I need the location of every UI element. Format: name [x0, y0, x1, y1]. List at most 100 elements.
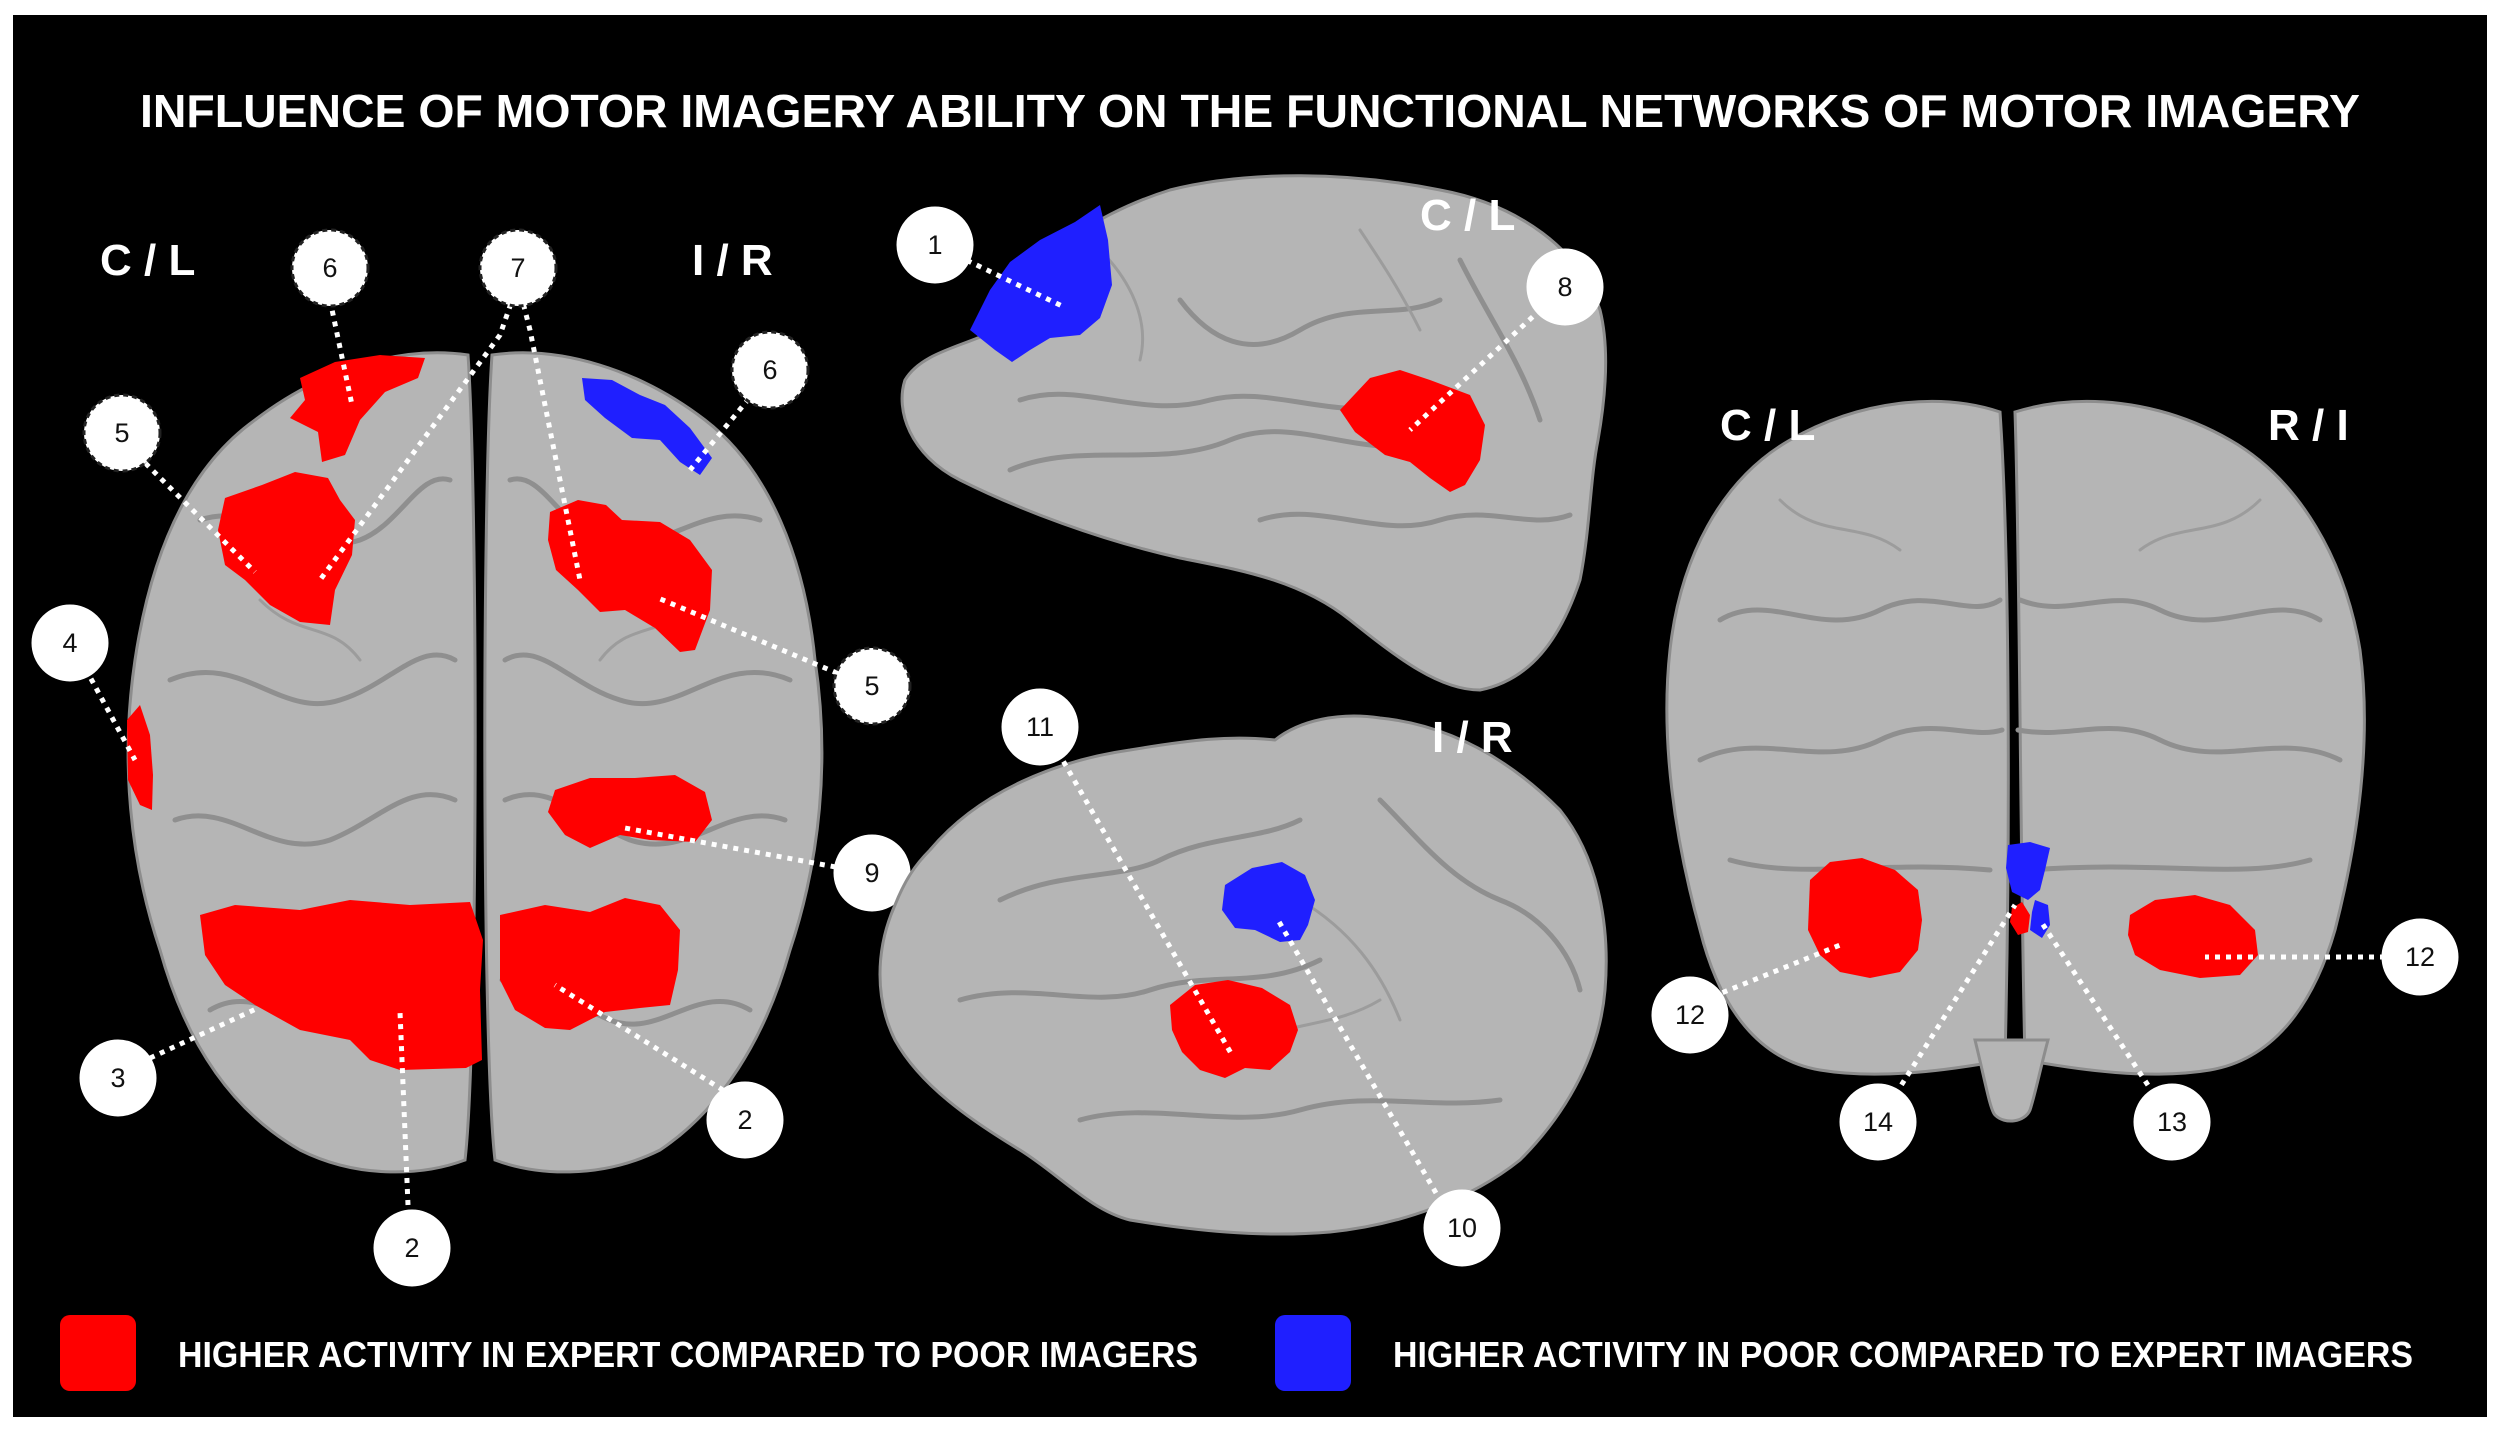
callout-2-right: 2 — [706, 1081, 784, 1159]
lateral-fold — [1257, 511, 1573, 529]
lateral-fold — [1177, 297, 1443, 347]
legend-swatch-expert — [60, 1315, 136, 1391]
callout-number: 5 — [864, 671, 879, 701]
callout-number: 11 — [1026, 712, 1054, 742]
activation-region-4 — [127, 705, 153, 810]
callout-number: 9 — [864, 858, 879, 888]
activation-region-1 — [970, 205, 1112, 362]
callout-number: 12 — [2405, 942, 2435, 972]
activation-region-2-right — [500, 898, 680, 1030]
lateral-fold — [1007, 429, 1423, 473]
leader-line — [120, 438, 257, 574]
leader-line — [1875, 903, 2018, 1124]
leader-line — [553, 982, 744, 1105]
posterior-fold — [2027, 857, 2313, 873]
callout-number: 6 — [762, 355, 777, 385]
lateral-view: C / L 1 8 — [896, 174, 1608, 692]
callout-number: 14 — [1863, 1107, 1893, 1137]
dorsal-fold — [172, 792, 458, 847]
callout-number: 6 — [322, 253, 337, 283]
lateral-fold — [1358, 228, 1422, 332]
activation-region-14 — [2010, 902, 2030, 935]
callout-5-left: 5 — [82, 393, 162, 473]
medial-fold — [957, 957, 1323, 1003]
callout-3: 3 — [79, 1039, 157, 1117]
medial-fold — [1298, 898, 1402, 1022]
medial-fold — [1077, 1097, 1503, 1123]
callout-10: 10 — [1423, 1189, 1501, 1267]
callout-number: 10 — [1447, 1213, 1477, 1243]
posterior-right-side-label: R / I — [2268, 401, 2349, 450]
activation-region-5-left — [218, 472, 355, 625]
leader-line — [2037, 918, 2175, 1124]
posterior-fold — [2138, 498, 2262, 552]
callout-number: 5 — [114, 418, 129, 448]
posterior-fold — [1778, 498, 1902, 552]
dorsal-left-side-label: C / L — [100, 236, 195, 285]
leader-line — [657, 595, 869, 689]
activation-region-10 — [1222, 862, 1315, 942]
activation-region-6-right — [582, 378, 712, 475]
callout-number: 1 — [927, 230, 942, 260]
callout-12-right: 12 — [2381, 918, 2459, 996]
posterior-fold — [2017, 597, 2323, 623]
callout-number: 13 — [2157, 1107, 2187, 1137]
leader-line — [1055, 750, 1235, 1057]
posterior-fold — [1697, 726, 2005, 763]
posterior-left-side-label: C / L — [1720, 401, 1815, 450]
dorsal-fold — [502, 792, 788, 847]
medial-side-label: I / R — [1432, 713, 1513, 762]
activation-region-9 — [548, 775, 712, 848]
callout-12-left: 12 — [1651, 976, 1729, 1054]
callout-5-right: 5 — [832, 646, 912, 726]
callout-number: 2 — [404, 1233, 419, 1263]
figure-title: INFLUENCE OF MOTOR IMAGERY ABILITY ON TH… — [140, 85, 2360, 137]
activation-region-13 — [2006, 842, 2050, 900]
leader-line — [624, 825, 869, 876]
callout-number: 4 — [62, 628, 77, 658]
callout-2-left: 2 — [373, 1209, 451, 1287]
callout-7: 7 — [478, 228, 558, 308]
leader-line — [327, 299, 355, 406]
callout-6-right: 6 — [730, 330, 810, 410]
posterior-view: C / L R / I 12 12 14 13 — [1651, 399, 2459, 1161]
legend-swatch-poor — [1275, 1315, 1351, 1391]
lateral-side-label: C / L — [1420, 191, 1515, 240]
callout-8: 8 — [1526, 248, 1604, 326]
posterior-fold — [2015, 726, 2343, 763]
posterior-fold — [1717, 597, 2003, 623]
callout-number: 3 — [110, 1063, 125, 1093]
activation-region-12-right — [2128, 895, 2258, 978]
legend-label-expert: HIGHER ACTIVITY IN EXPERT COMPARED TO PO… — [178, 1334, 1198, 1375]
dorsal-fold — [167, 652, 458, 707]
activation-region-3-2-left — [200, 900, 483, 1070]
leader-line — [317, 282, 521, 582]
dorsal-view: C / L I / R 6 7 6 5 4 5 9 — [31, 228, 912, 1287]
medial-brain — [878, 714, 1608, 1236]
medial-view: I / R 11 10 — [878, 688, 1608, 1267]
dorsal-right-side-label: I / R — [692, 236, 773, 285]
callout-6-left: 6 — [290, 228, 370, 308]
legend: HIGHER ACTIVITY IN EXPERT COMPARED TO PO… — [60, 1315, 2413, 1391]
legend-label-poor: HIGHER ACTIVITY IN POOR COMPARED TO EXPE… — [1393, 1334, 2413, 1375]
callout-9: 9 — [833, 834, 911, 912]
callout-4: 4 — [31, 604, 109, 682]
posterior-left-hemisphere — [1665, 399, 2010, 1076]
dorsal-fold — [502, 652, 793, 707]
lateral-fold — [1017, 391, 1403, 412]
brainstem — [1973, 1038, 2050, 1123]
dorsal-fold — [258, 598, 362, 662]
callout-number: 12 — [1675, 1000, 1705, 1030]
callout-number: 2 — [737, 1105, 752, 1135]
activation-region-6-left — [290, 355, 425, 462]
callout-13: 13 — [2133, 1083, 2211, 1161]
callout-number: 7 — [510, 253, 525, 283]
medial-fold — [997, 817, 1303, 903]
callout-number: 8 — [1557, 272, 1572, 302]
medial-fold — [1377, 797, 1583, 993]
leader-line — [515, 282, 583, 581]
callout-11: 11 — [1001, 688, 1079, 766]
callout-1: 1 — [896, 206, 974, 284]
lateral-fold — [1457, 257, 1543, 423]
